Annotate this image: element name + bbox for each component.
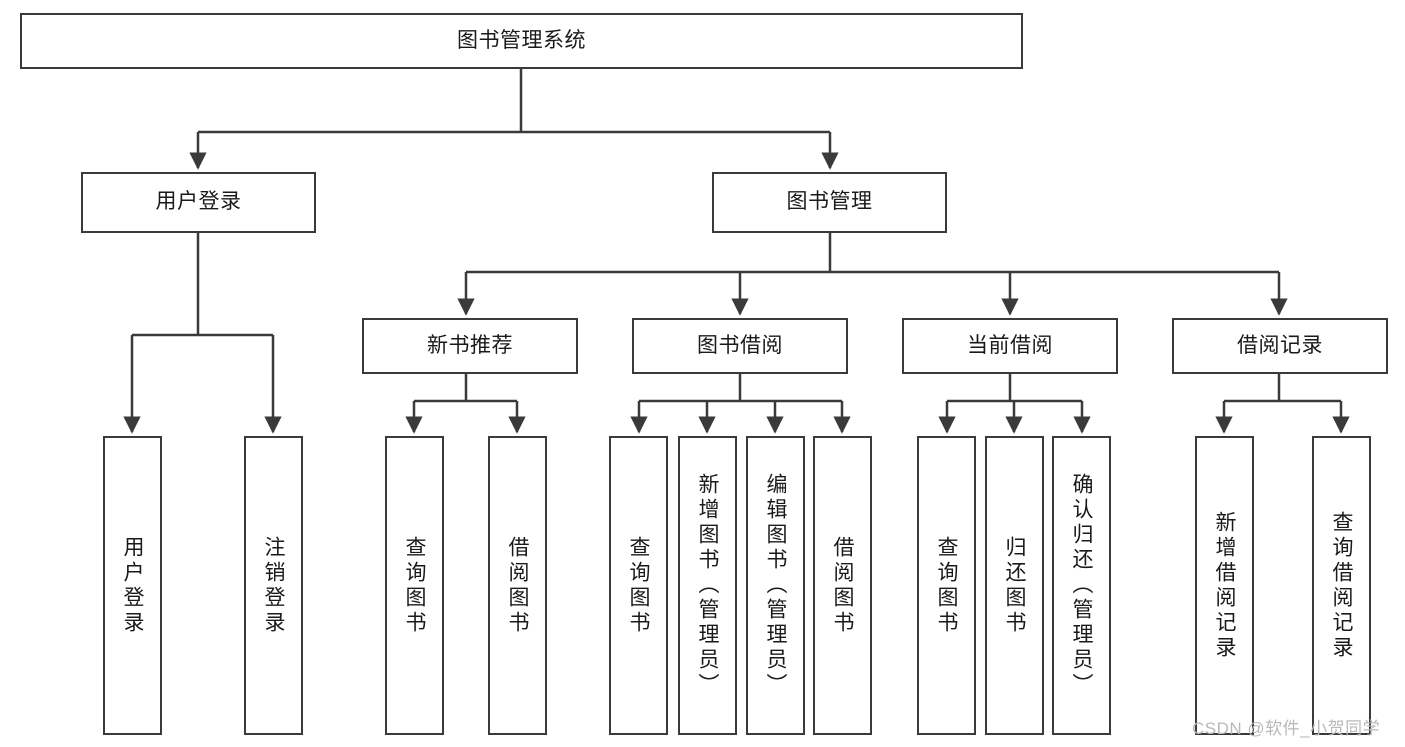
leaf-add-book-label: 新增图书（管理员）	[696, 473, 719, 698]
leaf-add-record[interactable]: 新增借阅记录	[1195, 436, 1254, 735]
leaf-borrow-book-1[interactable]: 借阅图书	[488, 436, 547, 735]
leaf-query-book-3[interactable]: 查询图书	[917, 436, 976, 735]
leaf-query-book-2[interactable]: 查询图书	[609, 436, 668, 735]
leaf-user-login-label: 用户登录	[121, 535, 144, 636]
leaf-add-record-label: 新增借阅记录	[1213, 510, 1236, 661]
node-current-borrow-label: 当前借阅	[967, 333, 1053, 357]
csdn-watermark: CSDN @软件_小贺同学	[1192, 719, 1381, 738]
node-book-manage[interactable]: 图书管理	[712, 172, 947, 233]
leaf-edit-book[interactable]: 编辑图书（管理员）	[746, 436, 805, 735]
leaf-edit-book-label: 编辑图书（管理员）	[764, 473, 787, 698]
node-new-book-recommend[interactable]: 新书推荐	[362, 318, 578, 374]
leaf-query-book-1[interactable]: 查询图书	[385, 436, 444, 735]
leaf-borrow-book-1-label: 借阅图书	[506, 535, 529, 636]
leaf-add-book[interactable]: 新增图书（管理员）	[678, 436, 737, 735]
node-book-borrow-label: 图书借阅	[697, 333, 783, 357]
leaf-borrow-book-2[interactable]: 借阅图书	[813, 436, 872, 735]
node-root-label: 图书管理系统	[457, 28, 586, 52]
node-borrow-record[interactable]: 借阅记录	[1172, 318, 1388, 374]
leaf-query-book-1-label: 查询图书	[403, 535, 426, 636]
leaf-query-record-label: 查询借阅记录	[1330, 510, 1353, 661]
node-user-login-label: 用户登录	[155, 190, 242, 214]
leaf-user-login[interactable]: 用户登录	[103, 436, 162, 735]
leaf-confirm-return[interactable]: 确认归还（管理员）	[1052, 436, 1111, 735]
leaf-return-book-label: 归还图书	[1003, 535, 1026, 636]
leaf-query-book-3-label: 查询图书	[935, 535, 958, 636]
leaf-logout-login-label: 注销登录	[262, 535, 285, 636]
leaf-query-record[interactable]: 查询借阅记录	[1312, 436, 1371, 735]
leaf-logout-login[interactable]: 注销登录	[244, 436, 303, 735]
node-book-manage-label: 图书管理	[786, 190, 873, 214]
node-root[interactable]: 图书管理系统	[20, 13, 1023, 69]
node-new-book-recommend-label: 新书推荐	[427, 333, 513, 357]
leaf-return-book[interactable]: 归还图书	[985, 436, 1044, 735]
node-current-borrow[interactable]: 当前借阅	[902, 318, 1118, 374]
leaf-confirm-return-label: 确认归还（管理员）	[1070, 473, 1093, 698]
node-borrow-record-label: 借阅记录	[1237, 333, 1323, 357]
node-user-login[interactable]: 用户登录	[81, 172, 316, 233]
leaf-query-book-2-label: 查询图书	[627, 535, 650, 636]
leaf-borrow-book-2-label: 借阅图书	[831, 535, 854, 636]
node-book-borrow[interactable]: 图书借阅	[632, 318, 848, 374]
